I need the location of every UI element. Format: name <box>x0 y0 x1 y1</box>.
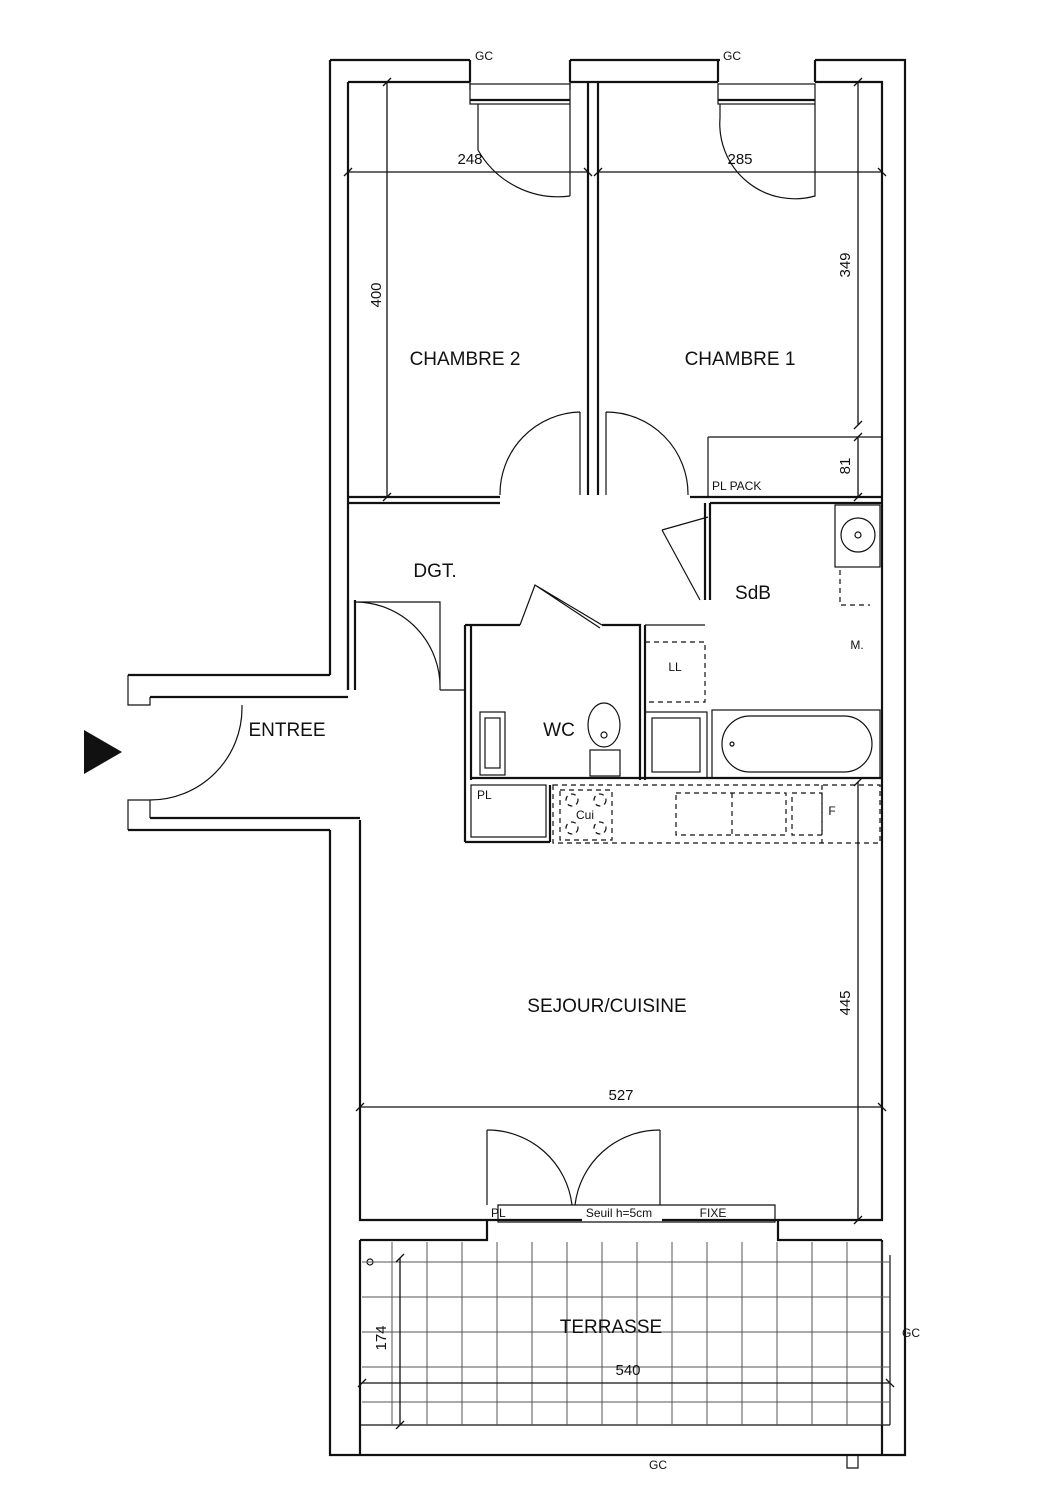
dimension-lines <box>343 77 895 1430</box>
dim-chambre2-width: 248 <box>457 151 482 168</box>
room-label-wc: WC <box>543 720 575 741</box>
dim-chambre2-depth: 400 <box>368 282 385 307</box>
room-label-entree: ENTREE <box>248 720 325 741</box>
annotation-pl-wc: PL <box>477 788 492 802</box>
annotation-f: F <box>828 804 835 818</box>
windows <box>469 60 816 1223</box>
dim-placard-depth: 81 <box>837 458 854 475</box>
annotation-seuil: Seuil h=5cm <box>586 1206 652 1220</box>
annotation-fixe: FIXE <box>700 1206 727 1220</box>
annotation-gc-bottom: GC <box>649 1458 667 1472</box>
room-label-sejour: SEJOUR/CUISINE <box>527 996 686 1017</box>
dim-chambre1-width: 285 <box>727 151 752 168</box>
annotation-gc-top-right: GC <box>723 49 741 63</box>
annotation-gc-top-left: GC <box>475 49 493 63</box>
annotation-pl-door: PL <box>491 1206 506 1220</box>
annotation-ll: LL <box>668 660 682 674</box>
dim-terrasse-width: 540 <box>615 1362 640 1379</box>
terrace-tiles <box>362 1242 890 1425</box>
room-label-dgt: DGT. <box>413 561 456 582</box>
annotation-cui: Cui <box>576 808 594 822</box>
annotation-pl-pack: PL PACK <box>712 479 761 493</box>
interior-walls <box>346 82 882 844</box>
annotation-gc-right: GC <box>902 1326 920 1340</box>
doors <box>149 104 816 1206</box>
dim-sejour-width: 527 <box>608 1087 633 1104</box>
room-label-terrasse: TERRASSE <box>560 1317 662 1338</box>
outer-walls <box>127 58 907 1469</box>
annotation-m: M. <box>850 638 863 652</box>
room-label-chambre2: CHAMBRE 2 <box>410 349 521 370</box>
dim-sejour-depth: 445 <box>837 990 854 1015</box>
room-label-sdb: SdB <box>735 583 771 604</box>
room-label-chambre1: CHAMBRE 1 <box>685 349 796 370</box>
entrance-arrow-icon <box>84 730 122 774</box>
dim-chambre1-depth: 349 <box>837 252 854 277</box>
dim-terrasse-depth: 174 <box>373 1325 390 1350</box>
fixtures <box>470 504 881 844</box>
